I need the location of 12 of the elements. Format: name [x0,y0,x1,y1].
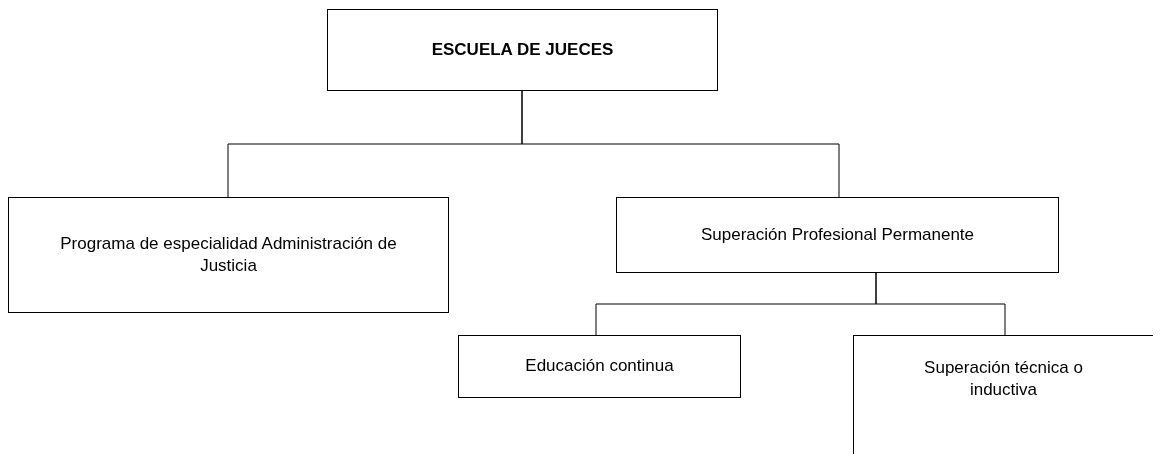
org-box [616,197,1059,273]
org-box [327,9,718,91]
title-text: ESCUELA DE JUECES [431,38,614,61]
org-box [8,197,449,313]
connector-line [521,90,840,198]
box-label: Superación Profesional Permanente [700,223,975,246]
box-label: Educación continua [525,355,674,378]
box-label: Superación técnica o inductiva [923,356,1084,401]
box-label: Programa de especialidad Administración de Justicia [59,232,398,277]
org-box [853,335,1153,454]
connector-line [875,272,1006,336]
org-box [458,335,741,398]
